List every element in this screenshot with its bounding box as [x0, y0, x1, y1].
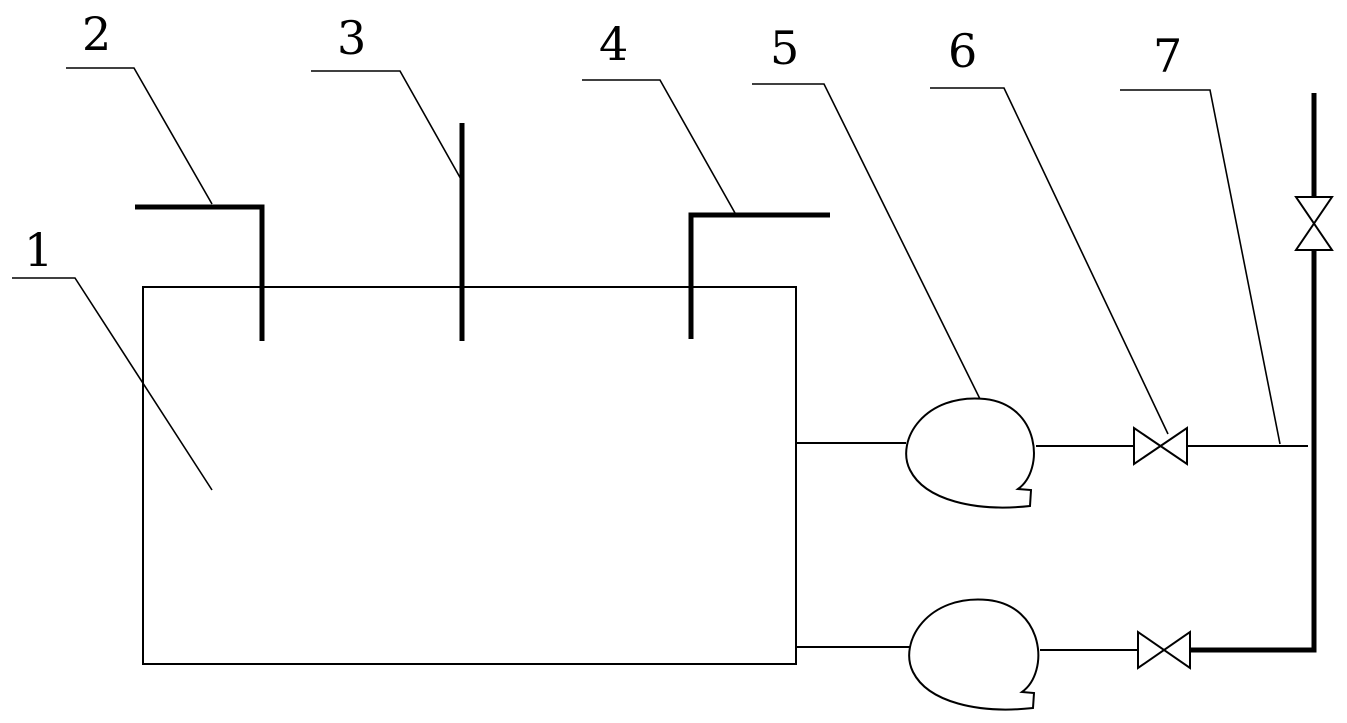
leader-2: [66, 67, 213, 205]
lower-valve: [1137, 630, 1191, 670]
label-1: 1: [24, 223, 53, 277]
leader-6: [930, 87, 1169, 435]
riser-valve: [1294, 196, 1334, 251]
tank-body: [142, 286, 797, 665]
label-6: 6: [948, 24, 977, 78]
leader-5: [752, 83, 981, 400]
label-5: 5: [770, 21, 799, 75]
leader-1: [12, 277, 213, 491]
leader-3: [311, 70, 463, 182]
label-4: 4: [599, 17, 628, 71]
leader-7: [1120, 89, 1281, 445]
lower-pump: [908, 598, 1040, 711]
label-2: 2: [82, 7, 111, 61]
label-7: 7: [1153, 29, 1182, 83]
upper-pump: [905, 397, 1035, 509]
inlet-pipe: [135, 204, 265, 341]
upper-valve: [1133, 426, 1188, 466]
label-3: 3: [337, 11, 366, 65]
leader-4: [582, 79, 736, 214]
overflow-pipe: [688, 212, 830, 339]
lower-discharge-line: [1190, 250, 1317, 653]
